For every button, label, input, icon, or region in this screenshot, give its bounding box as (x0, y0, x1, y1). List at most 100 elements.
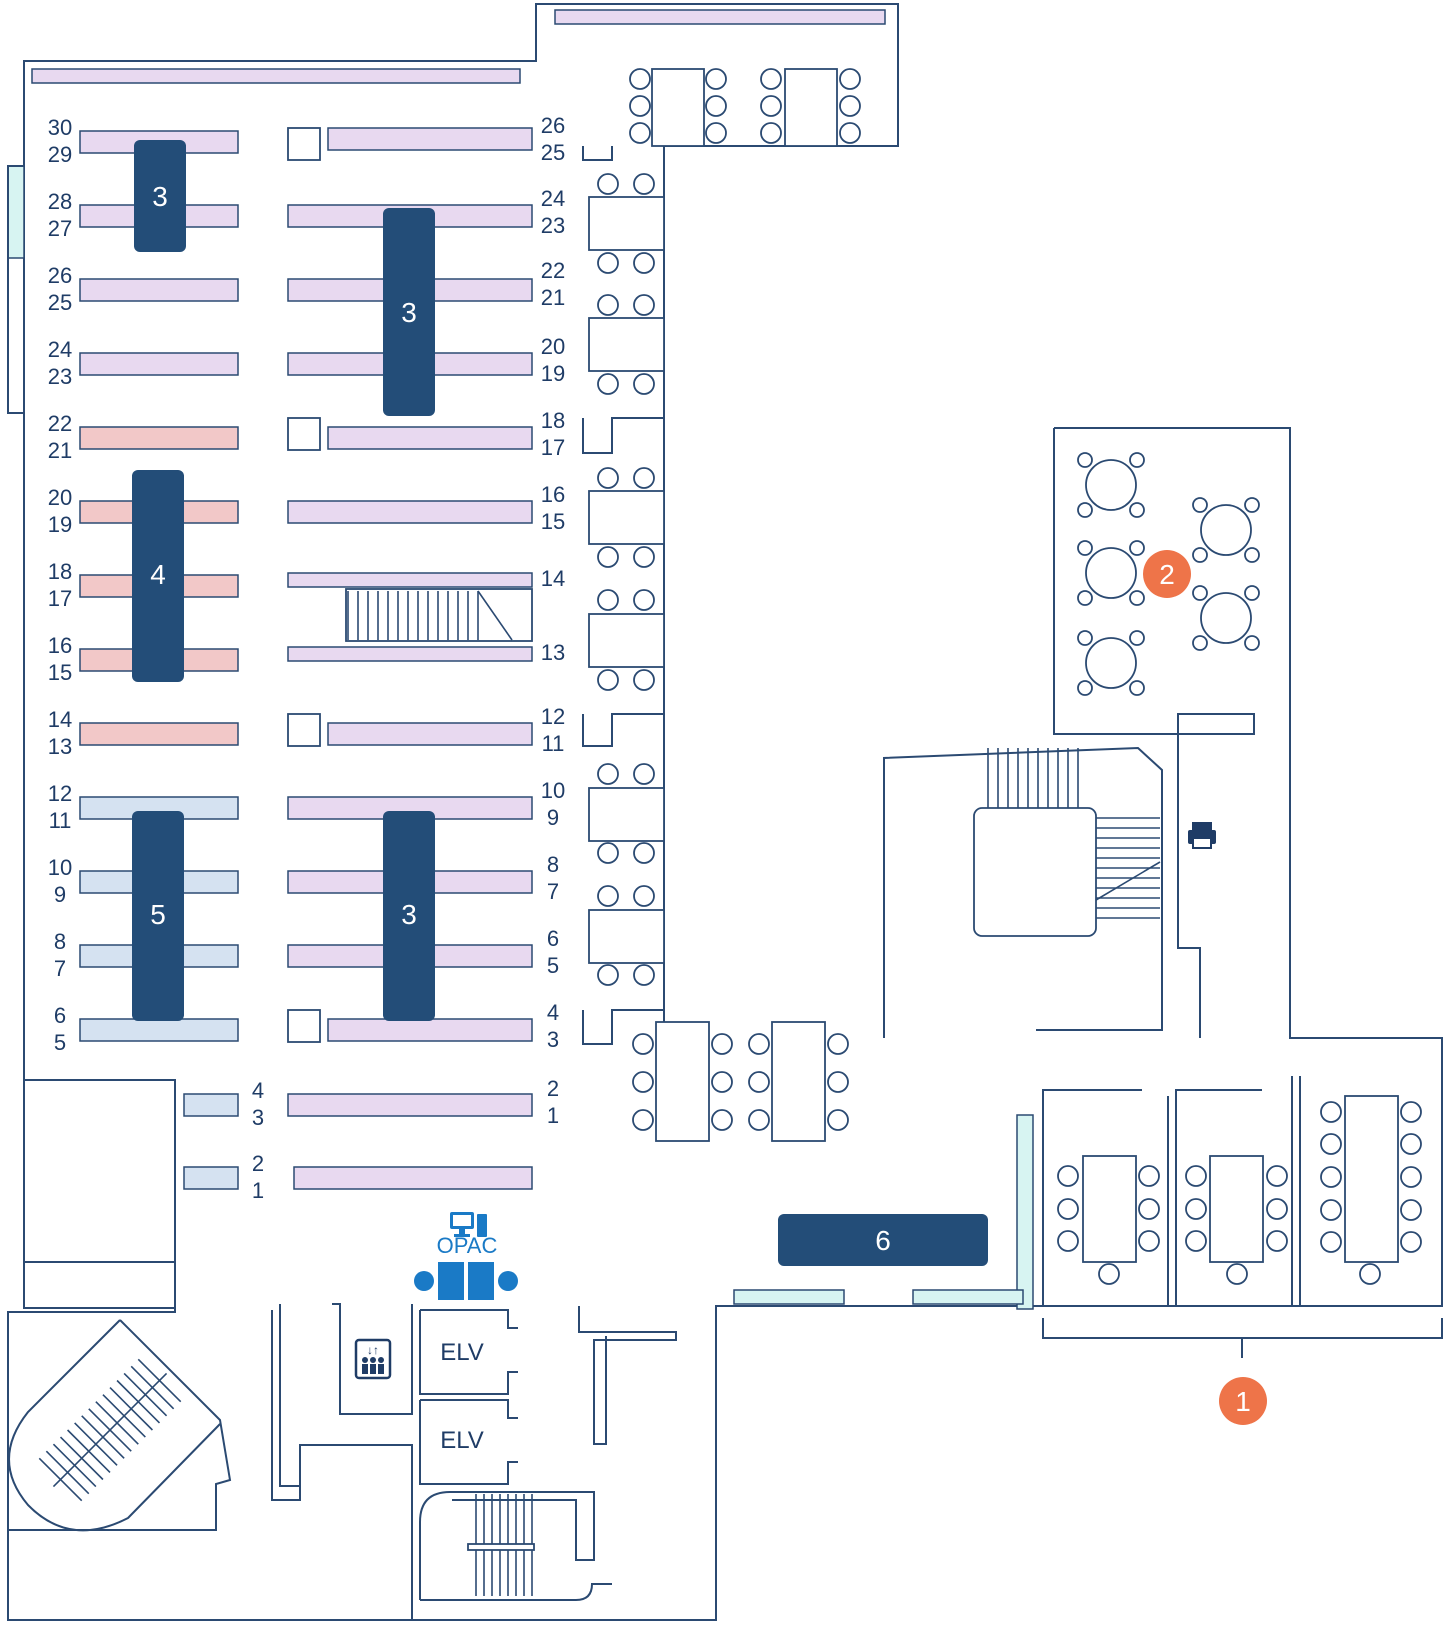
marker-label: 1 (1235, 1386, 1251, 1417)
zone-block[interactable] (134, 140, 186, 252)
zone-label: 3 (401, 899, 417, 930)
left-row-label-bottom: 21 (48, 438, 72, 463)
bottom-left-stairwell (8, 1319, 232, 1532)
right-stairwell (973, 748, 1161, 937)
center-row-label-bottom: 9 (547, 805, 559, 830)
center-row-numbers: 26 25 24 23 22 21 20 19 18 17 16 15 14 1… (541, 113, 565, 1128)
left-row-label-top: 14 (48, 707, 72, 732)
center-row-label-bottom: 1 (547, 1103, 559, 1128)
markers: 1 2 (1143, 550, 1267, 1425)
marker-circle[interactable] (1219, 1377, 1267, 1425)
left-row-label-bottom: 7 (54, 956, 66, 981)
center-row-label-top: 18 (541, 408, 565, 433)
center-staircase (347, 590, 513, 641)
center-row-label-bottom: 25 (541, 140, 565, 165)
center-row-label-top: 26 (541, 113, 565, 138)
shelf-top-right (554, 9, 886, 25)
left-row-label-bottom: 19 (48, 512, 72, 537)
group-study-rooms (1016, 1076, 1443, 1358)
left-row-label-top: 4 (252, 1078, 264, 1103)
left-row-label-bottom: 25 (48, 290, 72, 315)
elevator-label: ELV (440, 1427, 484, 1454)
left-row-label-bottom: 17 (48, 586, 72, 611)
zone-block[interactable] (383, 811, 435, 1021)
left-row-label-bottom: 11 (49, 808, 72, 833)
zone-label: 6 (875, 1225, 891, 1256)
zone-block[interactable] (383, 208, 435, 416)
left-row-label-top: 16 (48, 633, 72, 658)
left-row-label-top: 2 (252, 1151, 264, 1176)
elevator-icon: ↓↑ (354, 1338, 392, 1380)
center-row-label-top: 6 (547, 926, 559, 951)
left-row-label-top: 10 (48, 855, 72, 880)
center-row-label-top: 12 (541, 704, 565, 729)
center-row-label-bottom: 23 (541, 213, 565, 238)
left-row-label-bottom: 5 (54, 1030, 66, 1055)
zone-block[interactable] (778, 1214, 988, 1266)
zone-block[interactable] (132, 811, 184, 1021)
center-row-label-bottom: 7 (547, 879, 559, 904)
left-row-label-top: 12 (48, 781, 72, 806)
left-row-label-bottom: 13 (48, 734, 72, 759)
center-row-label-top: 8 (547, 852, 559, 877)
left-row-label-bottom: 3 (252, 1105, 264, 1130)
printer-icon (1188, 822, 1216, 849)
center-row-label-bottom: 19 (541, 361, 565, 386)
top-shelves (31, 9, 886, 84)
top-tables (629, 68, 861, 147)
center-row-label-top: 16 (541, 482, 565, 507)
opac-terminal[interactable] (438, 1262, 464, 1300)
zone-block[interactable] (132, 470, 184, 682)
center-row-label-bottom: 3 (547, 1027, 559, 1052)
zone-label: 3 (401, 297, 417, 328)
opac-terminal[interactable] (468, 1262, 494, 1300)
left-row-label-bottom: 9 (54, 882, 66, 907)
bottom-stairwell (419, 1491, 612, 1601)
center-row-label-top: 22 (541, 258, 565, 283)
left-row-numbers: 30 29 28 27 26 25 24 23 22 21 20 19 18 1… (48, 115, 264, 1203)
elevator-label: ELV (440, 1339, 484, 1366)
left-row-label-bottom: 29 (48, 142, 72, 167)
center-row-label-bottom: 5 (547, 953, 559, 978)
zones: 3 3 4 5 3 6 (132, 140, 988, 1266)
left-row-label-top: 22 (48, 411, 72, 436)
left-row-label-bottom: 23 (48, 364, 72, 389)
left-row-label-top: 26 (48, 263, 72, 288)
left-row-label-top: 8 (54, 929, 66, 954)
left-row-label-top: 24 (48, 337, 72, 362)
center-row-label-bottom: 21 (541, 285, 565, 310)
marker-circle[interactable] (1143, 550, 1191, 598)
marker-label: 2 (1159, 559, 1175, 590)
center-row-label-bottom: 17 (541, 435, 565, 460)
center-row-label-top: 20 (541, 334, 565, 359)
left-row-label-top: 20 (48, 485, 72, 510)
round-tables-area (1077, 452, 1260, 696)
center-row-label-top: 10 (541, 778, 565, 803)
zone-label: 4 (150, 559, 166, 590)
elevator-area: ELV ELV (279, 1303, 518, 1487)
zone-label: 3 (152, 181, 168, 212)
center-row-label-top: 24 (541, 186, 565, 211)
left-row-label-bottom: 27 (48, 216, 72, 241)
wall-shelf-west (7, 165, 25, 259)
left-row-label-top: 18 (48, 559, 72, 584)
computer-icon (450, 1212, 487, 1237)
left-row-label-top: 30 (48, 115, 72, 140)
left-row-label-bottom: 15 (48, 660, 72, 685)
opac-station: OPAC (414, 1212, 518, 1300)
shelf-top-left (31, 68, 521, 84)
study-tables-column (582, 146, 665, 1045)
center-row-label-top: 14 (541, 566, 565, 591)
opac-label: OPAC (437, 1233, 498, 1258)
bottom-middle-walls (578, 1289, 1024, 1445)
svg-text:↓↑: ↓↑ (367, 1343, 379, 1357)
bottom-center-tables (632, 1021, 849, 1142)
center-row-label-top: 2 (547, 1076, 559, 1101)
opac-seat (498, 1271, 518, 1291)
opac-seat (414, 1271, 434, 1291)
center-row-label-bottom: 15 (541, 509, 565, 534)
left-row-label-bottom: 1 (252, 1178, 264, 1203)
center-row-label-top: 13 (541, 640, 565, 665)
left-row-label-top: 6 (54, 1003, 66, 1028)
